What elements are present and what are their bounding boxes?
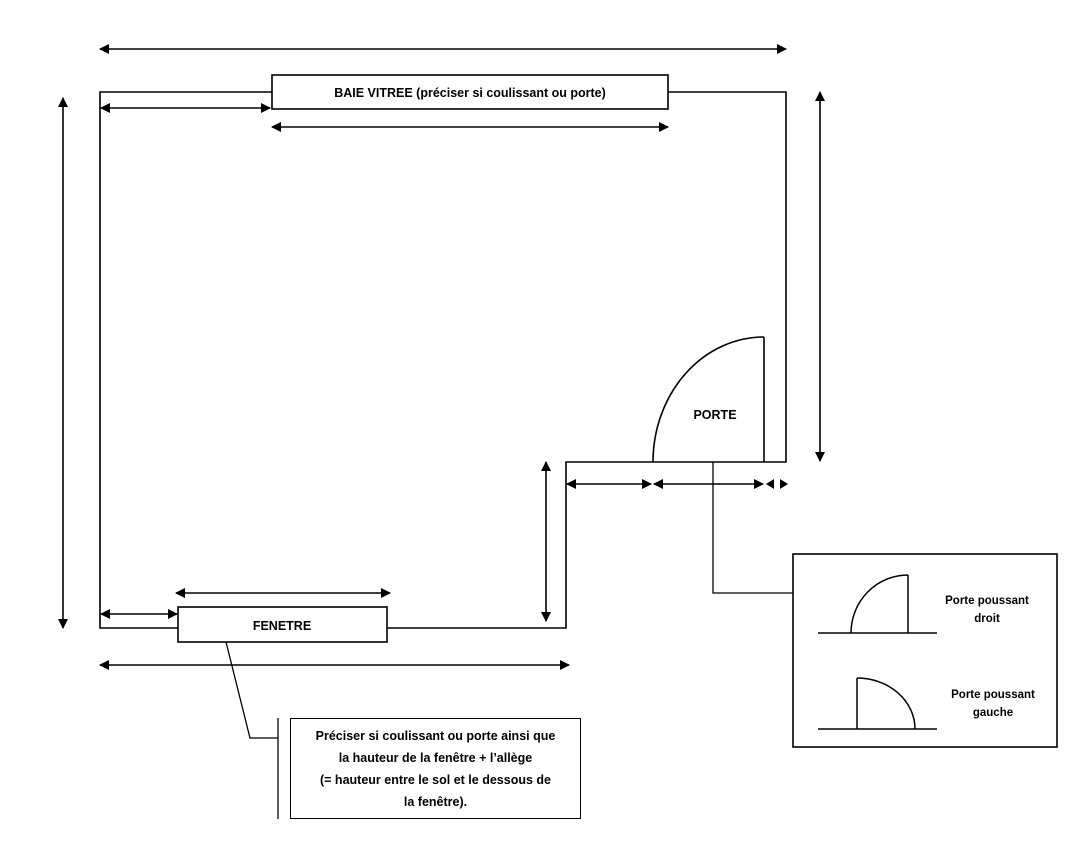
note-line: (= hauteur entre le sol et le dessous de [320,772,551,787]
room-walls [99,91,787,629]
legend-left-door-label-line2: gauche [973,707,1013,719]
window-label: FENETRE [253,619,311,633]
legend-left-door-label-line1: Porte poussant [951,689,1035,701]
leader-lines [225,462,793,819]
legend-frame [792,553,1058,748]
note-line: Préciser si coulissant ou porte ainsi qu… [315,728,556,743]
window: FENETRE [177,606,388,643]
window-leader-line [225,641,278,739]
left-push-door-symbol [818,677,937,730]
bay-window-label: BAIE VITREE (préciser si coulissant ou p… [334,86,606,100]
legend-right-door-label-line1: Porte poussant [945,595,1029,607]
bay-window-frame [271,74,669,110]
door-leader-line [712,462,793,594]
dimension-arrow-door-right-offset [766,479,788,489]
window-instruction-note: Préciser si coulissant ou porte ainsi qu… [290,718,581,819]
bay-window: BAIE VITREE (préciser si coulissant ou p… [271,74,669,110]
right-push-door-symbol [818,574,937,634]
note-line: la fenêtre). [403,794,468,809]
door-swing-arc [652,336,765,463]
note-line: la hauteur de la fenêtre + l’allège [338,750,533,765]
legend-right-door-label-line2: droit [974,613,1000,625]
door-label: PORTE [693,408,736,422]
dimension-arrows [58,44,825,670]
door [652,336,765,463]
window-frame [177,606,388,643]
door-type-legend: Porte poussant droit Porte poussant gauc… [792,553,1058,748]
